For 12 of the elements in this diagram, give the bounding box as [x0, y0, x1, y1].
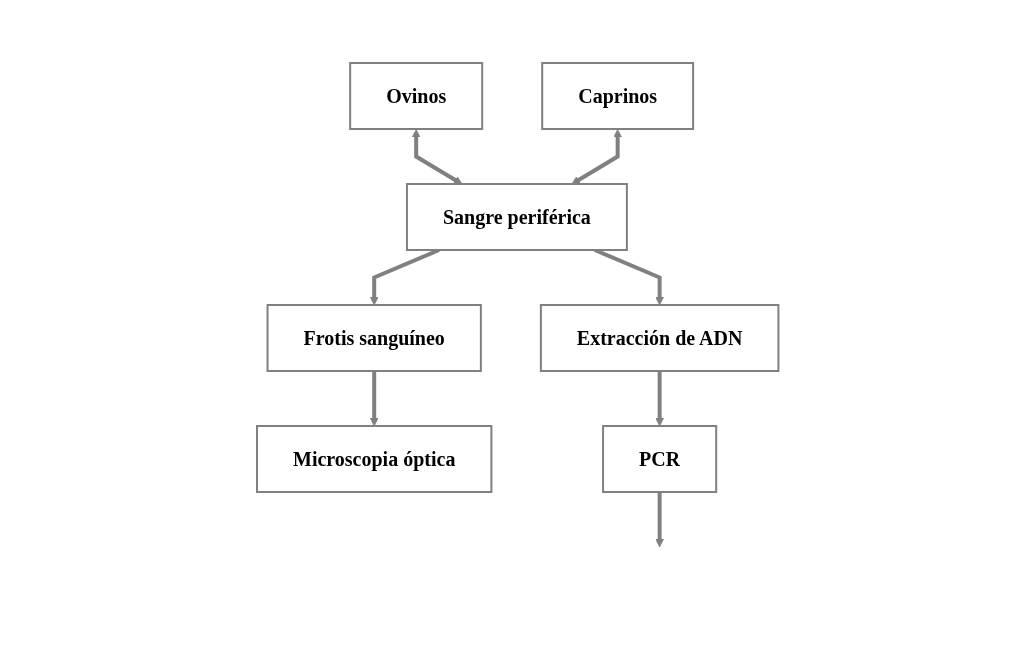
node-box: Caprinos — [541, 62, 695, 130]
arrow — [655, 492, 665, 548]
node-box: Microscopia óptica — [256, 425, 493, 493]
node-box: Extracción de ADN — [540, 304, 780, 372]
node-box: Frotis sanguíneo — [266, 304, 483, 372]
node-box: PCR — [602, 425, 718, 493]
arrow — [655, 371, 665, 427]
node-box: Sangre periférica — [406, 183, 629, 251]
arrow — [412, 129, 463, 185]
node-box: Ovinos — [349, 62, 484, 130]
arrow — [370, 371, 379, 427]
arrow — [571, 129, 623, 185]
